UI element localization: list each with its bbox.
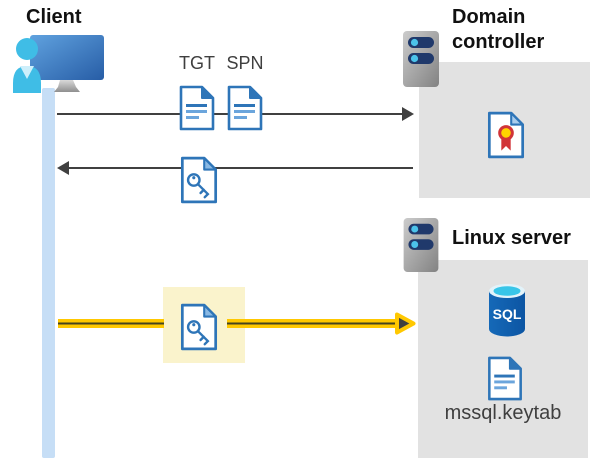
client-icon bbox=[13, 35, 104, 93]
tgt-document-icon bbox=[179, 85, 215, 131]
person-body bbox=[13, 66, 41, 93]
sql-label: SQL bbox=[493, 306, 522, 322]
monitor-screen bbox=[30, 35, 104, 80]
sql-database-icon: SQL bbox=[489, 284, 525, 337]
response-arrow-line bbox=[69, 167, 413, 169]
domain-controller-server-icon bbox=[403, 31, 439, 87]
linux-server-icon bbox=[403, 217, 439, 273]
spn-document-icon bbox=[227, 85, 263, 131]
certificate-document-icon bbox=[487, 111, 525, 159]
request-arrowhead-icon bbox=[402, 107, 414, 121]
auth-arrow-line-right bbox=[227, 319, 397, 328]
auth-arrow-line-left bbox=[58, 319, 164, 328]
person-head bbox=[16, 38, 38, 60]
key-glyph bbox=[186, 173, 210, 199]
domain-controller-node-label: Domain controller bbox=[452, 6, 545, 53]
person-collar bbox=[20, 66, 34, 79]
keytab-file-label: mssql.keytab bbox=[444, 402, 562, 424]
ribbon bbox=[501, 137, 511, 151]
auth-arrowhead-icon bbox=[395, 312, 416, 335]
auth-key-document-icon bbox=[180, 303, 218, 351]
client-timeline bbox=[42, 88, 55, 458]
key-glyph bbox=[186, 320, 210, 346]
client-node-label: Client bbox=[26, 6, 82, 28]
keytab-document-icon bbox=[488, 356, 522, 401]
linux-server-node-label: Linux server bbox=[452, 227, 571, 249]
tgt-label: TGT bbox=[179, 53, 215, 73]
ticket-key-document-icon bbox=[180, 156, 218, 204]
spn-label: SPN bbox=[226, 53, 264, 73]
monitor-stand bbox=[54, 80, 80, 92]
response-arrowhead-icon bbox=[57, 161, 69, 175]
